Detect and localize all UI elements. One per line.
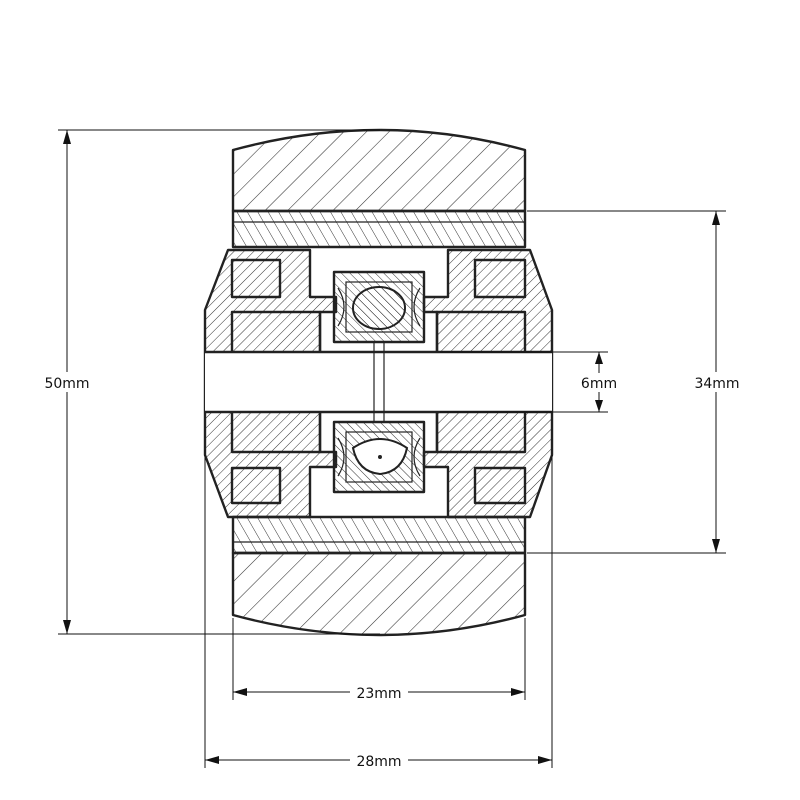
tire-section-top	[231, 128, 527, 213]
label-tread-width: 23mm	[356, 686, 401, 702]
wheel-core-top	[231, 209, 527, 249]
tire-section-bottom	[231, 551, 527, 637]
label-core-diameter: 34mm	[694, 376, 739, 392]
ball-bearing-bottom	[332, 420, 426, 494]
wheel-core-bottom	[231, 515, 527, 555]
dimension-core-diameter: 34mm	[527, 210, 744, 554]
dimension-tread-width: 23mm	[232, 618, 526, 702]
axle-bore	[205, 342, 552, 422]
label-wheel-diameter: 50mm	[44, 376, 89, 392]
label-bore-diameter: 6mm	[581, 376, 617, 392]
ball-bearing-top	[332, 270, 426, 344]
bearing-ball-top	[352, 286, 406, 330]
dimension-bore-diameter: 6mm	[440, 351, 620, 413]
dimension-wheel-diameter: 50mm	[40, 129, 380, 635]
dimension-overall-width: 28mm	[204, 455, 553, 770]
label-overall-width: 28mm	[356, 754, 401, 770]
